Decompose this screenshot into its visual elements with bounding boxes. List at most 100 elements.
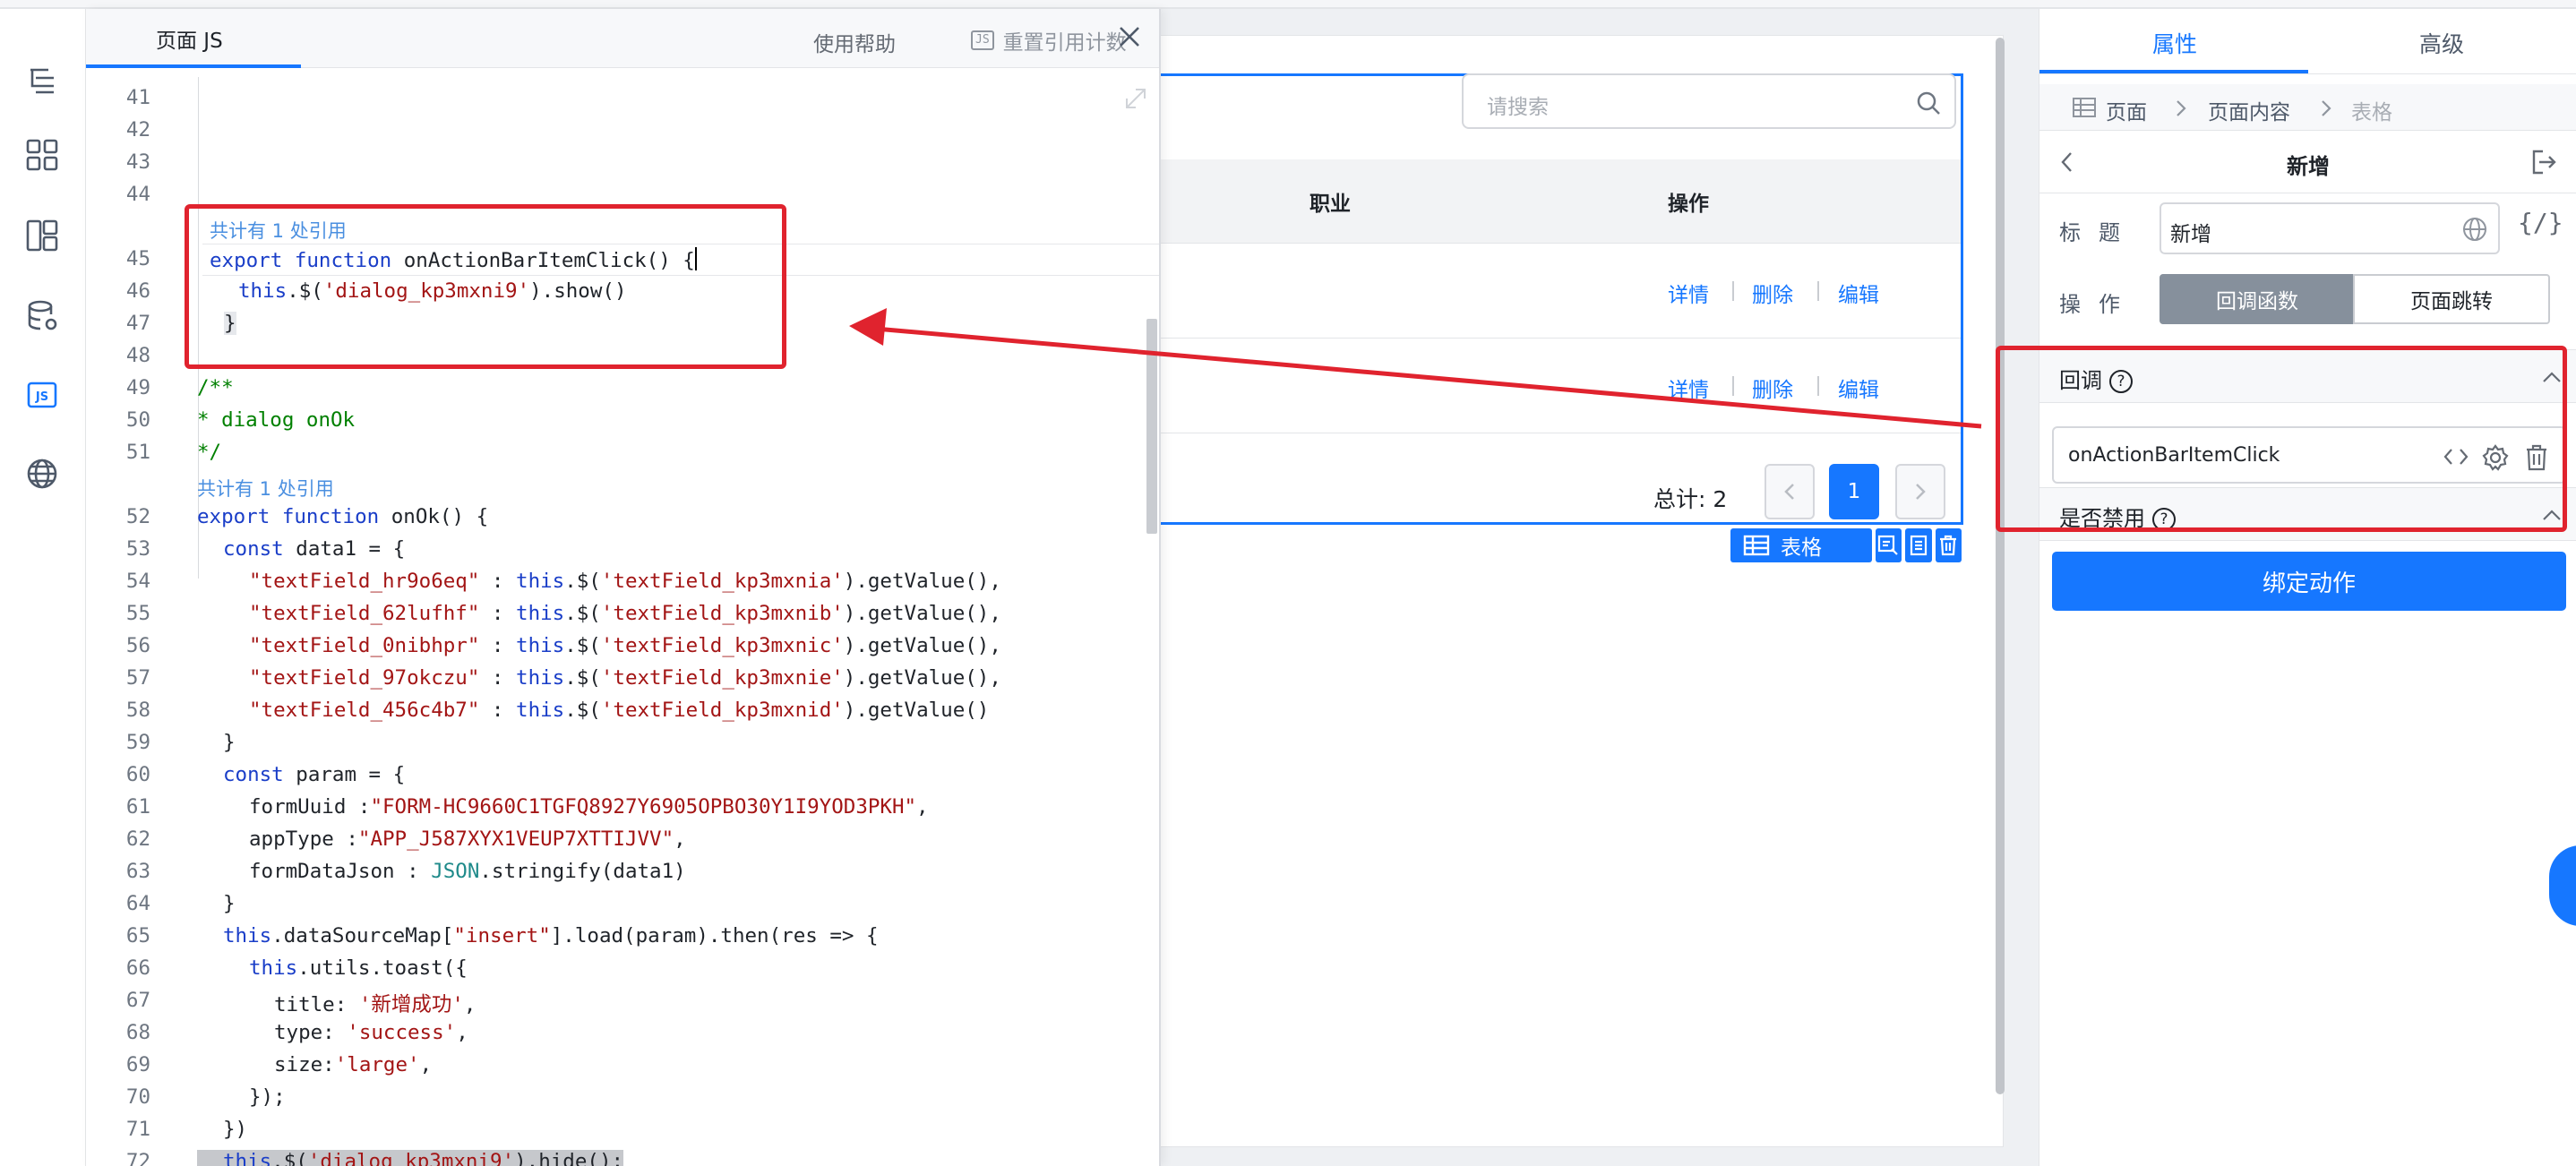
trash-icon[interactable] [2525, 444, 2548, 471]
callback-function-field[interactable]: onActionBarItemClick [2052, 426, 2566, 484]
tab-advanced[interactable]: 高级 [2419, 31, 2465, 57]
line-number: 43 [125, 150, 150, 174]
code-token: this [223, 1150, 272, 1166]
reference-count-hint[interactable]: 共计有 1 处引用 [197, 478, 334, 500]
code-token: .utils.toast({ [297, 956, 468, 980]
breadcrumb: 页面 页面内容 表格 [2039, 84, 2576, 131]
code-scrollbar[interactable] [1146, 319, 1157, 534]
code-variable-icon[interactable]: {/} [2518, 208, 2563, 237]
code-token: .$( [564, 602, 601, 625]
pagination-next-button[interactable] [1895, 464, 1945, 519]
layout-template-icon[interactable] [20, 213, 64, 258]
indent-guide [198, 77, 199, 579]
code-line: "textField_97okczu" : this.$('textField_… [249, 666, 1001, 690]
reference-count-hint[interactable]: 共计有 1 处引用 [210, 220, 347, 242]
canvas-scrollbar[interactable] [1996, 38, 2005, 1094]
component-select-parent-button[interactable] [1875, 528, 1902, 562]
code-token: "insert" [453, 924, 551, 947]
globe-i18n-icon[interactable] [20, 451, 64, 496]
segment-callback-function[interactable]: 回调函数 [2160, 274, 2355, 324]
table-search-input[interactable]: 请搜索 [1462, 73, 1956, 129]
action-separator [1732, 376, 1734, 396]
code-line: appType :"APP_J587XYX1VEUP7XTTIJVV", [249, 827, 686, 851]
breadcrumb-page[interactable]: 页面 [2106, 101, 2147, 124]
gear-icon[interactable] [2482, 444, 2509, 471]
title-input[interactable]: 新增 [2160, 202, 2500, 254]
globe-icon[interactable] [2462, 217, 2487, 242]
help-link[interactable]: 使用帮助 [813, 33, 896, 56]
code-line: title: '新增成功', [274, 989, 476, 1017]
disable-section-header[interactable]: 是否禁用? [2039, 487, 2576, 541]
row-edit-link[interactable]: 编辑 [1838, 379, 1879, 402]
components-grid-icon[interactable] [20, 133, 64, 177]
code-token: 'textField_kp3mxnie' [600, 666, 844, 690]
code-token: param = { [283, 763, 406, 786]
segment-page-jump[interactable]: 页面跳转 [2353, 274, 2550, 324]
back-chevron-icon[interactable] [2059, 150, 2075, 174]
component-tag-label: 表格 [1781, 536, 1822, 560]
search-placeholder: 请搜索 [1487, 96, 1549, 119]
component-copy-button[interactable] [1905, 528, 1932, 562]
code-token: const [223, 763, 284, 786]
action-field-label: 操作 [2059, 292, 2138, 317]
code-token: : [479, 602, 517, 625]
callback-section-header[interactable]: 回调? [2039, 349, 2576, 403]
table-row: 详情 删除 编辑 [1161, 244, 1961, 339]
outline-tree-icon[interactable] [20, 57, 64, 102]
chevron-right-icon [2322, 100, 2331, 116]
code-token: 'textField_kp3mxnia' [600, 570, 844, 593]
reset-ref-count-button[interactable]: JS 重置引用计数 [971, 25, 1127, 56]
bind-action-button[interactable]: 绑定动作 [2052, 552, 2566, 611]
exit-icon[interactable] [2530, 149, 2557, 176]
text-cursor [694, 247, 697, 270]
title-input-value: 新增 [2170, 223, 2211, 246]
page-js-panel: 页面 JS 使用帮助 JS 重置引用计数 41 42 43 44 共计有 1 处… [86, 9, 1161, 1166]
code-token: data1 = { [283, 537, 406, 561]
component-tag-table[interactable]: 表格 [1730, 528, 1872, 562]
chevron-right-icon [1916, 484, 1926, 500]
expand-icon[interactable] [1123, 86, 1148, 111]
breadcrumb-table: 表格 [2351, 101, 2392, 124]
row-delete-link[interactable]: 删除 [1752, 284, 1793, 307]
chevron-up-icon [2543, 510, 2561, 520]
breadcrumb-page-content[interactable]: 页面内容 [2208, 101, 2290, 124]
row-detail-link[interactable]: 详情 [1668, 379, 1709, 402]
line-number: 65 [125, 924, 150, 947]
row-detail-link[interactable]: 详情 [1668, 284, 1709, 307]
code-editor[interactable]: 41 42 43 44 共计有 1 处引用 45 export function… [86, 68, 1159, 1166]
pagination-prev-button[interactable] [1765, 464, 1815, 519]
copy-icon [1910, 535, 1927, 556]
code-token: .$( [564, 666, 601, 690]
datasource-database-icon[interactable] [20, 294, 64, 339]
table-header: 职业 操作 [1161, 159, 1961, 244]
chevron-up-icon [2543, 372, 2561, 382]
pagination-page-1[interactable]: 1 [1829, 464, 1879, 519]
row-edit-link[interactable]: 编辑 [1838, 284, 1879, 307]
select-parent-icon [1878, 535, 1899, 555]
code-token: .$( [564, 634, 601, 657]
code-token: ).getValue(), [843, 634, 1001, 657]
code-line: this.$('dialog_kp3mxni9').hide(); [197, 1150, 624, 1166]
code-token: , [463, 993, 477, 1016]
code-token: 'dialog_kp3mxni9' [307, 1150, 515, 1166]
component-delete-button[interactable] [1935, 528, 1962, 562]
close-icon[interactable] [1116, 23, 1143, 50]
tab-page-js[interactable]: 页面 JS [156, 30, 223, 53]
code-line: export function onActionBarItemClick() { [210, 247, 697, 272]
reset-ref-count-label: 重置引用计数 [1002, 31, 1127, 55]
code-brackets-icon[interactable] [2443, 446, 2469, 467]
help-circle-icon[interactable]: ? [2109, 370, 2133, 393]
annotation-highlight-callback [1996, 346, 2567, 532]
code-line: }); [249, 1085, 286, 1109]
table-icon [2073, 98, 2096, 117]
line-number: 66 [125, 956, 150, 980]
row-delete-link[interactable]: 删除 [1752, 379, 1793, 402]
code-token: type: [274, 1021, 348, 1044]
title-field-label: 标题 [2059, 220, 2138, 245]
search-icon[interactable] [1915, 90, 1942, 116]
code-token: , [916, 795, 929, 819]
page-js-icon[interactable]: JS [20, 373, 64, 417]
code-token: onOk() { [379, 505, 489, 528]
tab-properties[interactable]: 属性 [2152, 31, 2198, 57]
properties-panel: 属性 高级 页面 页面内容 表格 新增 标题 新增 {/} 操作 回调函数 页面… [2039, 9, 2576, 1166]
